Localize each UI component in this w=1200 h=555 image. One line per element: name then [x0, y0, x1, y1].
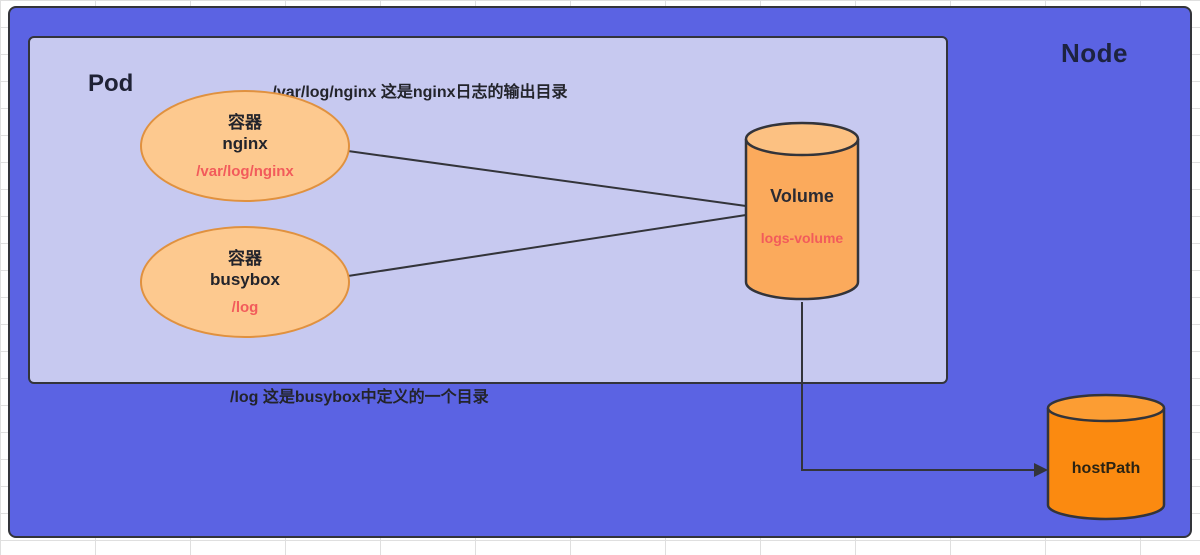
container-mount-path: /var/log/nginx	[196, 163, 294, 180]
pod-label: Pod	[88, 70, 134, 97]
container-nginx: 容器 nginx /var/log/nginx	[140, 90, 350, 202]
node-label: Node	[1061, 38, 1128, 68]
container-type-label: 容器	[228, 249, 262, 268]
container-name: nginx	[222, 134, 268, 153]
cylinder-shape-icon	[744, 121, 860, 301]
volume-label: Volume	[770, 186, 834, 206]
cylinder-shape-icon	[1046, 393, 1166, 521]
container-name: busybox	[210, 270, 280, 289]
container-type-label: 容器	[228, 113, 262, 132]
busybox-log-note: /log 这是busybox中定义的一个目录	[230, 389, 489, 406]
container-busybox: 容器 busybox /log	[140, 226, 350, 338]
hostpath-cylinder: hostPath	[1046, 392, 1166, 522]
nginx-log-note: /var/log/nginx 这是nginx日志的输出目录	[272, 84, 568, 101]
hostpath-label: hostPath	[1071, 460, 1141, 477]
container-mount-path: /log	[231, 299, 259, 316]
volume-cylinder: Volume logs-volume	[744, 120, 860, 302]
volume-name: logs-volume	[760, 230, 844, 246]
